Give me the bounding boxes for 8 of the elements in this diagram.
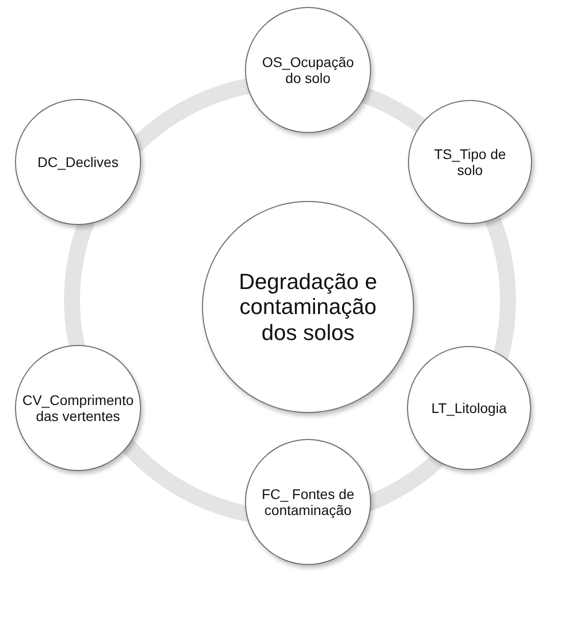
node-label: CV_Comprimento das vertentes	[21, 392, 135, 424]
node-label: Degradação e contaminação dos solos	[238, 269, 378, 345]
factor-circle	[407, 346, 531, 470]
node-label: TS_Tipo de solo	[433, 146, 507, 178]
node-label: DC_Declives	[38, 154, 118, 170]
node-label: LT_Litologia	[431, 400, 507, 416]
node-label: FC_ Fontes de contaminação	[260, 486, 356, 518]
node-label: OS_Ocupação do solo	[261, 54, 355, 86]
